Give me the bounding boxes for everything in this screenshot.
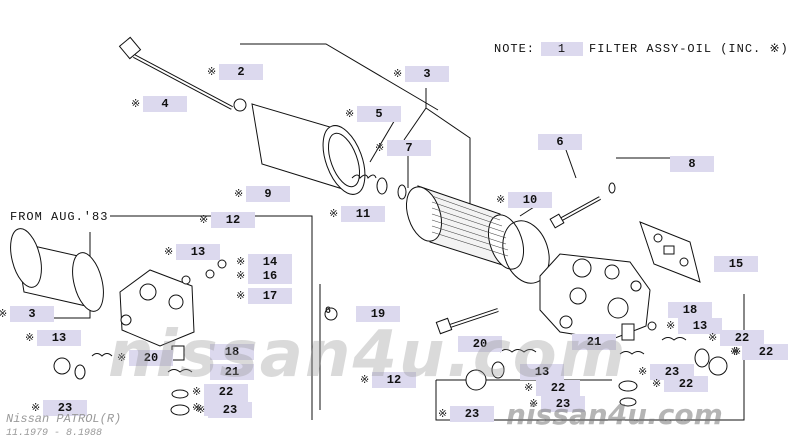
part-label-4[interactable]: 4 [143,96,187,112]
part-label-marker: ※ [131,99,141,111]
part-label-marker: ※ [496,195,506,207]
part-label-marker: ※ [207,67,217,79]
part-label-marker: ※ [164,247,174,259]
part-label-marker: ※ [192,403,202,415]
part-label-marker: ※ [234,189,244,201]
part-label-15[interactable]: 15 [714,256,758,272]
part-label-12[interactable]: 12 [211,212,255,228]
part-label-marker: ※ [438,409,448,421]
part-label-16[interactable]: 16 [248,268,292,284]
part-label-3[interactable]: 3 [405,66,449,82]
part-label-marker: ※ [236,257,246,269]
part-label-2[interactable]: 2 [219,64,263,80]
watermark-main: nissan4u.com [108,318,628,392]
part-label-marker: ※ [666,321,676,333]
part-label-marker: ※ [329,209,339,221]
part-label-23[interactable]: 23 [541,396,585,412]
model-name: Nissan PATROL(R) [6,412,122,426]
part-label-18[interactable]: 18 [668,302,712,318]
part-label-22[interactable]: 22 [536,380,580,396]
part-label-20[interactable]: 20 [129,350,173,366]
part-label-8[interactable]: 8 [670,156,714,172]
part-label-marker: ※ [732,347,742,359]
part-label-13[interactable]: 13 [176,244,220,260]
part-label-marker: ※ [360,375,370,387]
part-label-17[interactable]: 17 [248,288,292,304]
part-label-marker: ※ [236,291,246,303]
part-label-22[interactable]: 22 [664,376,708,392]
note-text: NOTE: 1 FILTER ASSY-OIL (INC. ※) [494,41,789,56]
part-label-9[interactable]: 9 [246,186,290,202]
circled-callout: 6 [325,306,332,317]
part-label-21[interactable]: 21 [210,364,254,380]
part-label-18[interactable]: 18 [210,344,254,360]
inset-title: FROM AUG.'83 [10,210,109,224]
part-label-13[interactable]: 13 [37,330,81,346]
part-label-marker: ※ [375,143,385,155]
part-label-13[interactable]: 13 [678,318,722,334]
part-label-22[interactable]: 22 [720,330,764,346]
note-body: FILTER ASSY-OIL (INC. ※) [589,42,789,56]
part-label-13[interactable]: 13 [520,364,564,380]
part-label-22[interactable]: 22 [204,384,248,400]
part-label-7[interactable]: 7 [387,140,431,156]
part-label-marker: ※ [708,333,718,345]
part-label-23[interactable]: 23 [208,402,252,418]
part-label-10[interactable]: 10 [508,192,552,208]
part-label-6[interactable]: 6 [538,134,582,150]
note-prefix: NOTE: [494,42,536,56]
part-label-marker: ※ [730,347,740,359]
part-label-marker: ※ [199,215,209,227]
part-label-14[interactable]: 14 [248,254,292,270]
part-label-marker: ※ [652,379,662,391]
part-label-19[interactable]: 19 [356,306,400,322]
note-number: 1 [541,42,584,56]
part-label-marker: ※ [345,109,355,121]
part-label-5[interactable]: 5 [357,106,401,122]
part-label-23[interactable]: 23 [450,406,494,422]
part-label-marker: ※ [529,399,539,411]
part-label-marker: ※ [0,307,7,321]
part-label-11[interactable]: 11 [341,206,385,222]
watermark-corner: nissan4u.com [506,398,723,431]
part-label-21[interactable]: 21 [572,334,616,350]
part-label-3[interactable]: 3 [10,306,54,322]
part-label-23[interactable]: 23 [43,400,87,416]
part-label-marker: ※ [192,387,202,399]
part-label-22[interactable]: 22 [744,344,788,360]
part-label-marker: ※ [524,383,534,395]
part-label-marker: ※ [31,403,41,415]
part-label-marker: ※ [638,367,648,379]
part-label-marker: ※ [393,69,403,81]
part-label-marker: ※ [236,271,246,283]
part-label-marker: ※ [117,353,127,365]
part-label-marker: ※ [25,333,35,345]
part-label-20[interactable]: 20 [458,336,502,352]
part-label-12[interactable]: 12 [372,372,416,388]
part-label-marker: ※ [196,405,206,417]
model-range: 11.1979 - 8.1988 [6,428,103,439]
